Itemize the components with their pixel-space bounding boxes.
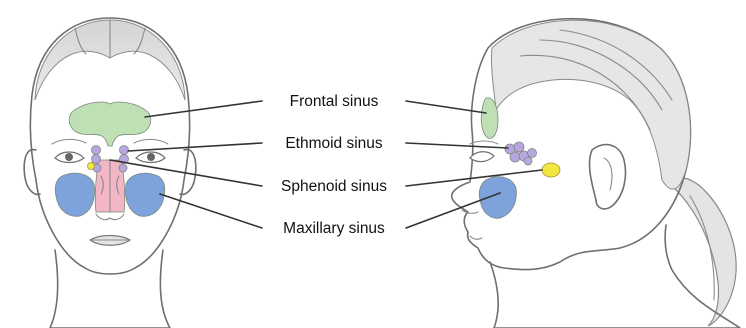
front-neck xyxy=(50,250,170,328)
side-sphenoid-sinus xyxy=(542,163,560,177)
side-maxillary-sinus xyxy=(479,177,516,219)
leader-frontal-right xyxy=(406,101,486,113)
front-maxillary-sinus-left xyxy=(55,173,94,216)
label-maxillary-sinus: Maxillary sinus xyxy=(283,220,385,237)
side-frontal-sinus xyxy=(481,98,498,139)
label-sphenoid-sinus: Sphenoid sinus xyxy=(281,178,387,195)
side-ethmoid-sinus xyxy=(505,142,537,165)
leader-frontal-left xyxy=(145,101,262,117)
front-maxillary-sinus-right xyxy=(126,173,165,216)
leader-sphenoid-right xyxy=(406,170,542,186)
labels: Frontal sinus Ethmoid sinus Sphenoid sin… xyxy=(281,93,387,237)
leader-lines xyxy=(110,101,542,228)
side-ponytail xyxy=(662,176,736,326)
side-face xyxy=(452,19,740,328)
front-frontal-sinus xyxy=(69,102,151,146)
label-frontal-sinus: Frontal sinus xyxy=(290,93,379,110)
side-eye xyxy=(470,152,494,162)
side-neck xyxy=(490,225,740,328)
leader-ethmoid-left xyxy=(128,143,262,151)
side-hair xyxy=(491,20,690,189)
leader-ethmoid-right xyxy=(406,143,508,148)
leader-maxillary-left xyxy=(160,194,262,228)
label-ethmoid-sinus: Ethmoid sinus xyxy=(285,135,383,152)
front-sphenoid-sinus xyxy=(88,163,95,170)
side-ear xyxy=(589,145,625,209)
